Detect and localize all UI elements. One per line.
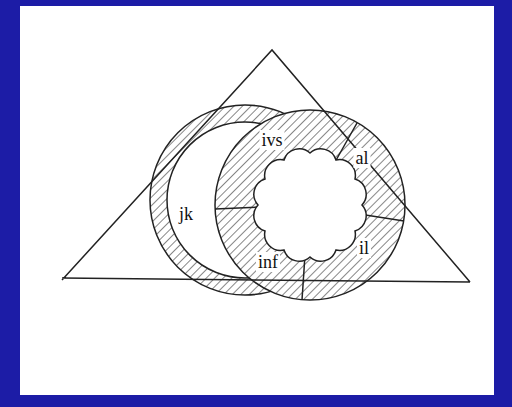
lumen — [254, 149, 366, 261]
segment-label: il — [357, 238, 371, 258]
ventricle-wall — [215, 110, 405, 300]
segment-dividers — [215, 123, 404, 300]
segment-label: al — [354, 148, 371, 168]
triangle — [62, 50, 470, 282]
segment-label: inf — [256, 252, 280, 272]
segment-label: jk — [177, 204, 195, 224]
segment-label: ivs — [259, 130, 284, 150]
